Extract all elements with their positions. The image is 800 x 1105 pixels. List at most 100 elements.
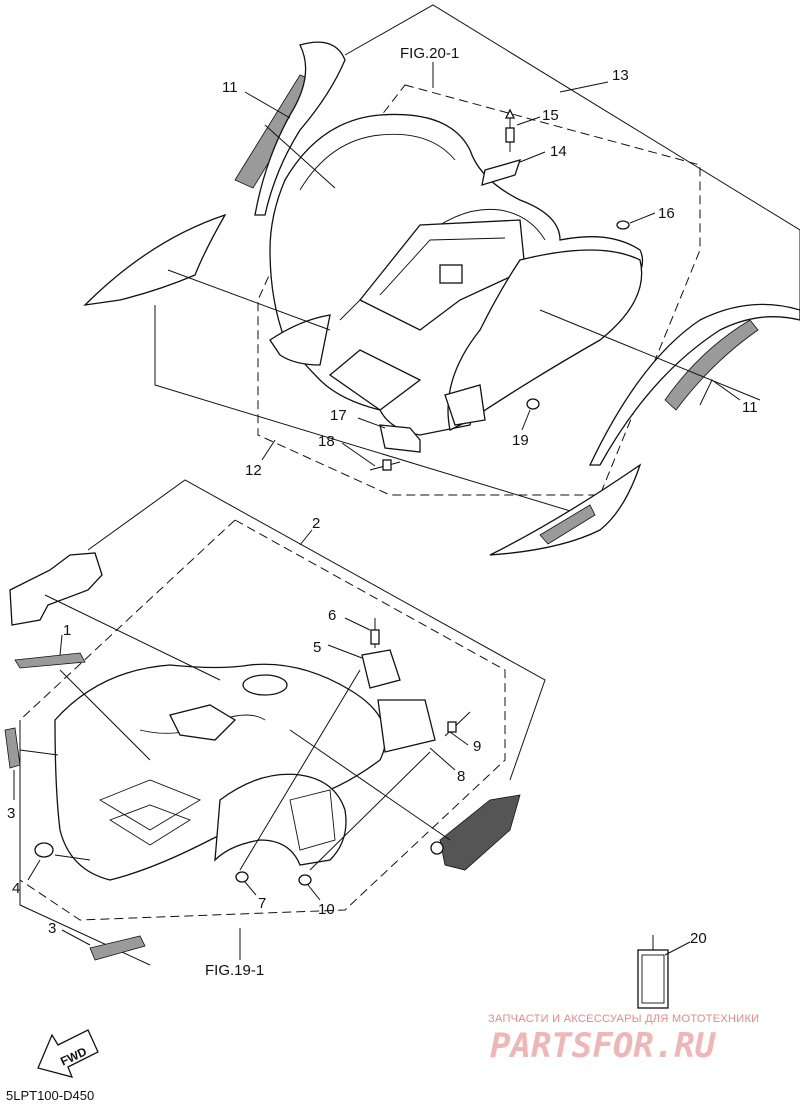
watermark-brand: PARTSFOR.RU [490, 1026, 717, 1066]
part-8-plate [377, 699, 436, 753]
leader-flap [167, 269, 331, 331]
callout-3-upper: 3 [7, 805, 15, 822]
callout-20: 20 [690, 930, 707, 947]
leader-5 [327, 644, 363, 659]
callout-11-right: 11 [742, 399, 758, 416]
leader-11a-2 [264, 124, 336, 189]
callout-13: 13 [612, 67, 629, 84]
fig-19-1-label: FIG.19-1 [205, 962, 264, 979]
frame-line-13 [344, 4, 800, 320]
leader-9 [449, 731, 469, 746]
callout-12: 12 [245, 462, 262, 479]
leader-14 [519, 151, 546, 163]
left-lower-flap [269, 314, 331, 366]
storage-latch [439, 264, 463, 284]
front-gasket [9, 552, 103, 626]
leader-3b [61, 929, 91, 946]
callout-10: 10 [318, 901, 335, 918]
side-guard-panel [289, 789, 336, 851]
part-20-tag [637, 935, 691, 1009]
leader-gasket [44, 594, 221, 681]
watermark-tagline: ЗАПЧАСТИ И АКСЕССУАРЫ ДЛЯ МОТОТЕХНИКИ [488, 1013, 759, 1025]
callout-14: 14 [550, 143, 567, 160]
leader-16 [629, 212, 656, 224]
left-side-panel [254, 41, 346, 216]
callout-15: 15 [542, 107, 559, 124]
fender-chevron-2 [108, 804, 192, 846]
leader-7 [244, 881, 257, 896]
front-fender-assembly [4, 479, 546, 966]
leader-1 [59, 634, 63, 656]
part-3-emblem-upper [4, 727, 21, 769]
part-3-emblem-lower [89, 935, 146, 961]
front-fender-body [54, 663, 387, 881]
leader-18 [341, 442, 376, 467]
part-16-grommet [616, 220, 630, 230]
fuel-cap-opening [242, 674, 288, 696]
part-5-plate [361, 649, 401, 689]
part-19-nut [526, 398, 540, 410]
callout-9: 9 [473, 738, 481, 755]
callout-2: 2 [312, 515, 320, 532]
leader-11-long [539, 309, 761, 401]
fig-20-1-label: FIG.20-1 [400, 45, 459, 62]
callout-17: 17 [330, 407, 347, 424]
leader-2 [299, 529, 313, 546]
lower-stripe-logo [539, 504, 596, 545]
lower-flap [328, 349, 422, 411]
leader-11a [244, 91, 291, 119]
callout-5: 5 [313, 639, 321, 656]
part-14-plate [481, 159, 522, 186]
part-15-bolt [504, 108, 516, 152]
lower-stripe-decal [489, 463, 642, 556]
right-fender-wing [447, 249, 643, 431]
frame-line-12 [154, 305, 601, 521]
leader-19 [521, 409, 531, 431]
fwd-arrow [37, 1029, 99, 1078]
plate-holder-area [444, 384, 486, 426]
leader-12 [261, 439, 276, 461]
callout-1: 1 [63, 622, 71, 639]
part-18-screw [369, 459, 401, 471]
callout-8: 8 [457, 768, 465, 785]
leader-reflector [289, 729, 451, 841]
fig-19-1-outline [19, 519, 506, 921]
part-4-cap [34, 842, 54, 858]
leader-8-long [309, 751, 431, 871]
part-10-grommet [298, 874, 312, 886]
leader-15 [516, 116, 541, 126]
callout-4: 4 [12, 880, 20, 897]
callout-7: 7 [258, 895, 266, 912]
left-flap [83, 213, 227, 306]
callout-19: 19 [512, 432, 529, 449]
callout-16: 16 [658, 205, 675, 222]
reflector-unit [439, 794, 521, 871]
callout-6: 6 [328, 607, 336, 624]
fender-decal-right [664, 319, 759, 411]
frame-line-2 [87, 479, 546, 781]
leader-1-2 [59, 669, 151, 761]
fender-chevron-1 [98, 779, 202, 831]
part-6-bolt [370, 618, 380, 648]
callout-11-top: 11 [222, 79, 238, 96]
leader-17 [357, 417, 386, 429]
storage-rim [379, 237, 506, 296]
reflector-bolt [430, 841, 444, 855]
part-1-decal [14, 652, 86, 669]
part-7-grommet [235, 871, 249, 883]
rear-fender-assembly [83, 4, 800, 556]
leader-6-long [239, 669, 361, 871]
leader-13 [559, 81, 609, 93]
leader-8 [429, 747, 456, 771]
callout-3-lower: 3 [48, 920, 56, 937]
callout-18: 18 [318, 433, 335, 450]
leader-3a-2 [19, 749, 59, 756]
part-9-screw [444, 711, 471, 737]
diagram-code: 5LPT100-D450 [6, 1088, 94, 1103]
part-17-plate [379, 424, 421, 453]
leader-6 [344, 617, 371, 631]
leader-10 [307, 884, 321, 901]
leader-4-2 [54, 854, 91, 861]
fender-contour-1 [299, 133, 456, 191]
